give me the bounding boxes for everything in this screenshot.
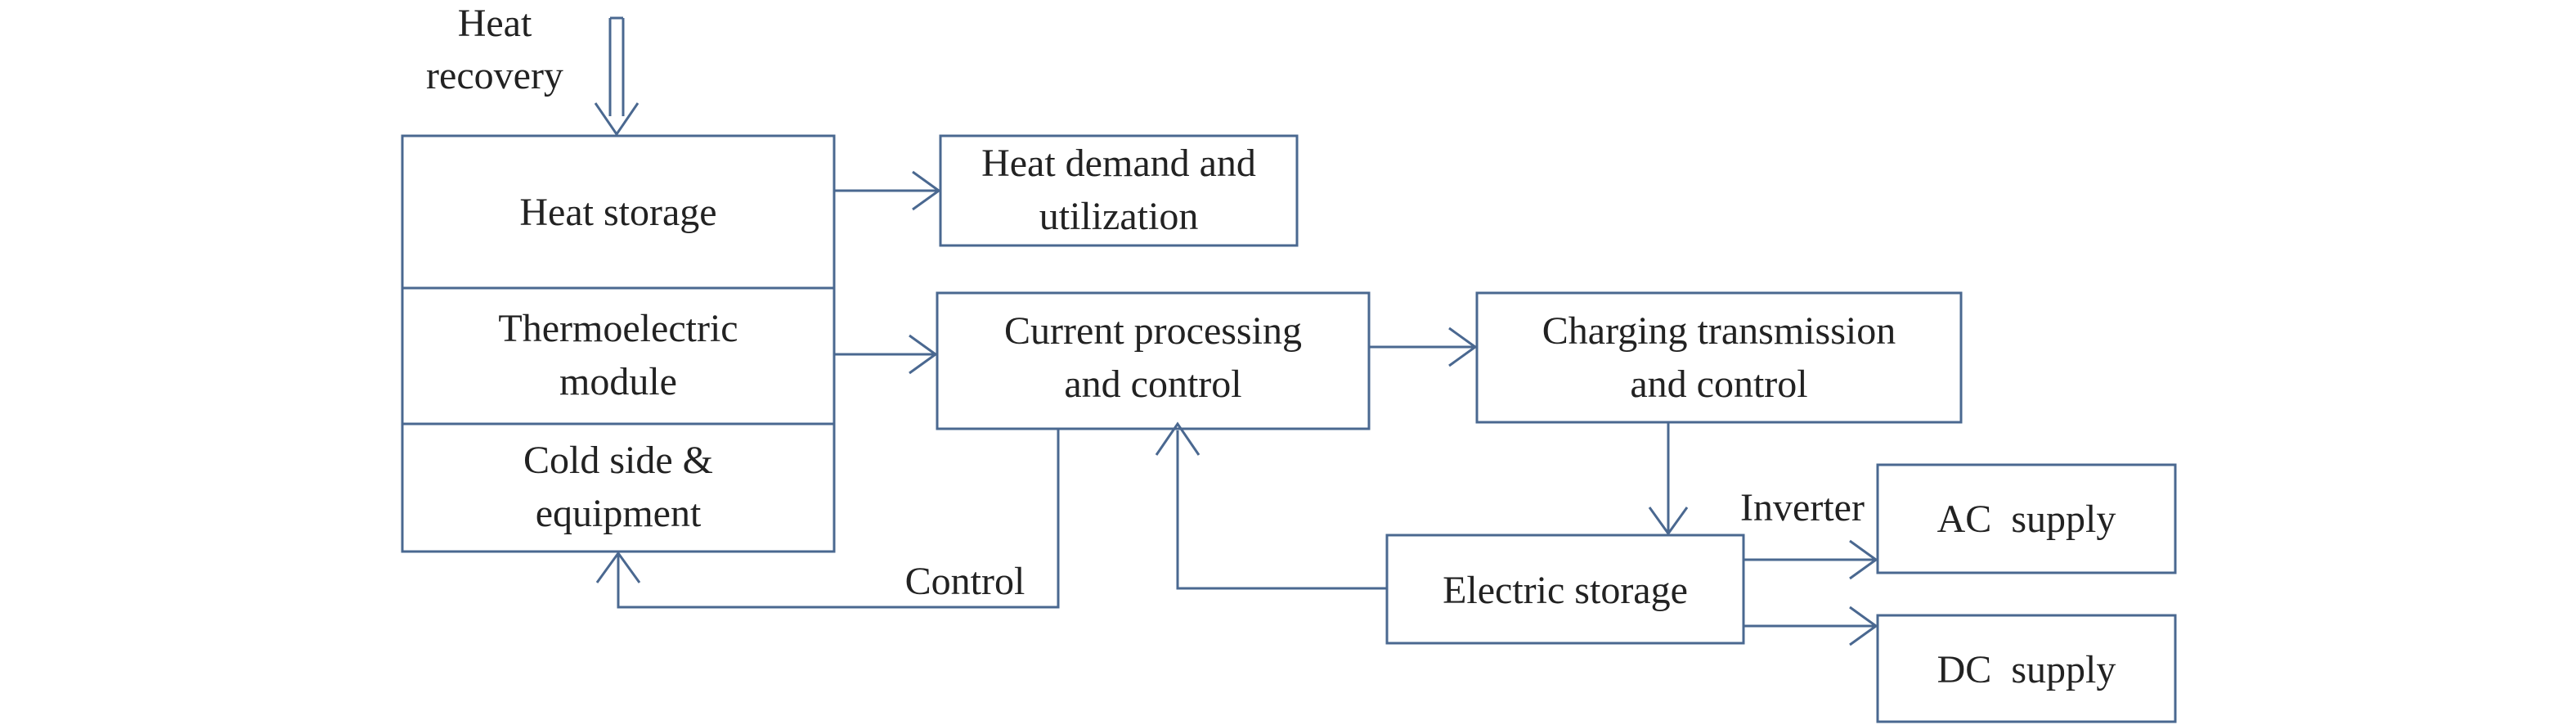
arrow-control-to-cold-side (595, 429, 1060, 609)
charging-label-line1: Charging transmission (1542, 309, 1896, 353)
dc-supply-box (1876, 614, 2177, 723)
electric-storage-box (1385, 534, 1745, 645)
heat-demand-box (939, 134, 1299, 247)
dc-supply-label: DC supply (1937, 648, 2116, 691)
electric-storage-label: Electric storage (1443, 569, 1688, 612)
heat-storage-box (401, 134, 836, 290)
current-processing-label-line1: Current processing (1004, 309, 1302, 353)
heat-recovery-arrow (594, 16, 640, 137)
charging-label-line2: and control (1630, 362, 1807, 406)
ac-supply-box (1876, 463, 2177, 574)
arrow-heat-storage-to-heat-demand (834, 170, 941, 211)
arrow-electric-storage-feedback (1155, 421, 1387, 590)
arrow-electric-storage-to-dc-supply (1744, 606, 1878, 646)
heat-storage-label: Heat storage (519, 191, 716, 234)
cold-side-label-line1: Cold side & (523, 439, 713, 482)
heat-recovery-label-line2: recovery (426, 54, 563, 97)
inverter-label: Inverter (1740, 486, 1865, 529)
control-label: Control (905, 560, 1025, 603)
thermoelectric-module-box (401, 286, 836, 426)
ac-supply-label: AC supply (1937, 498, 2116, 541)
heat-demand-label-line1: Heat demand and (981, 142, 1256, 185)
current-processing-box (936, 291, 1371, 430)
arrow-thermoelectric-to-current-processing (834, 334, 938, 375)
arrow-charging-to-electric-storage (1648, 422, 1689, 536)
heat-demand-label-line2: utilization (1039, 195, 1199, 238)
arrow-electric-storage-to-ac-supply (1744, 539, 1878, 580)
cold-side-label-line2: equipment (536, 492, 702, 535)
arrow-current-processing-to-charging (1369, 326, 1478, 367)
heat-recovery-label-line1: Heat (458, 2, 532, 45)
thermoelectric-label-line2: module (559, 360, 677, 403)
current-processing-label-line2: and control (1064, 362, 1241, 406)
charging-transmission-box (1475, 291, 1963, 424)
cold-side-box (401, 422, 836, 553)
thermoelectric-label-line1: Thermoelectric (498, 307, 738, 350)
